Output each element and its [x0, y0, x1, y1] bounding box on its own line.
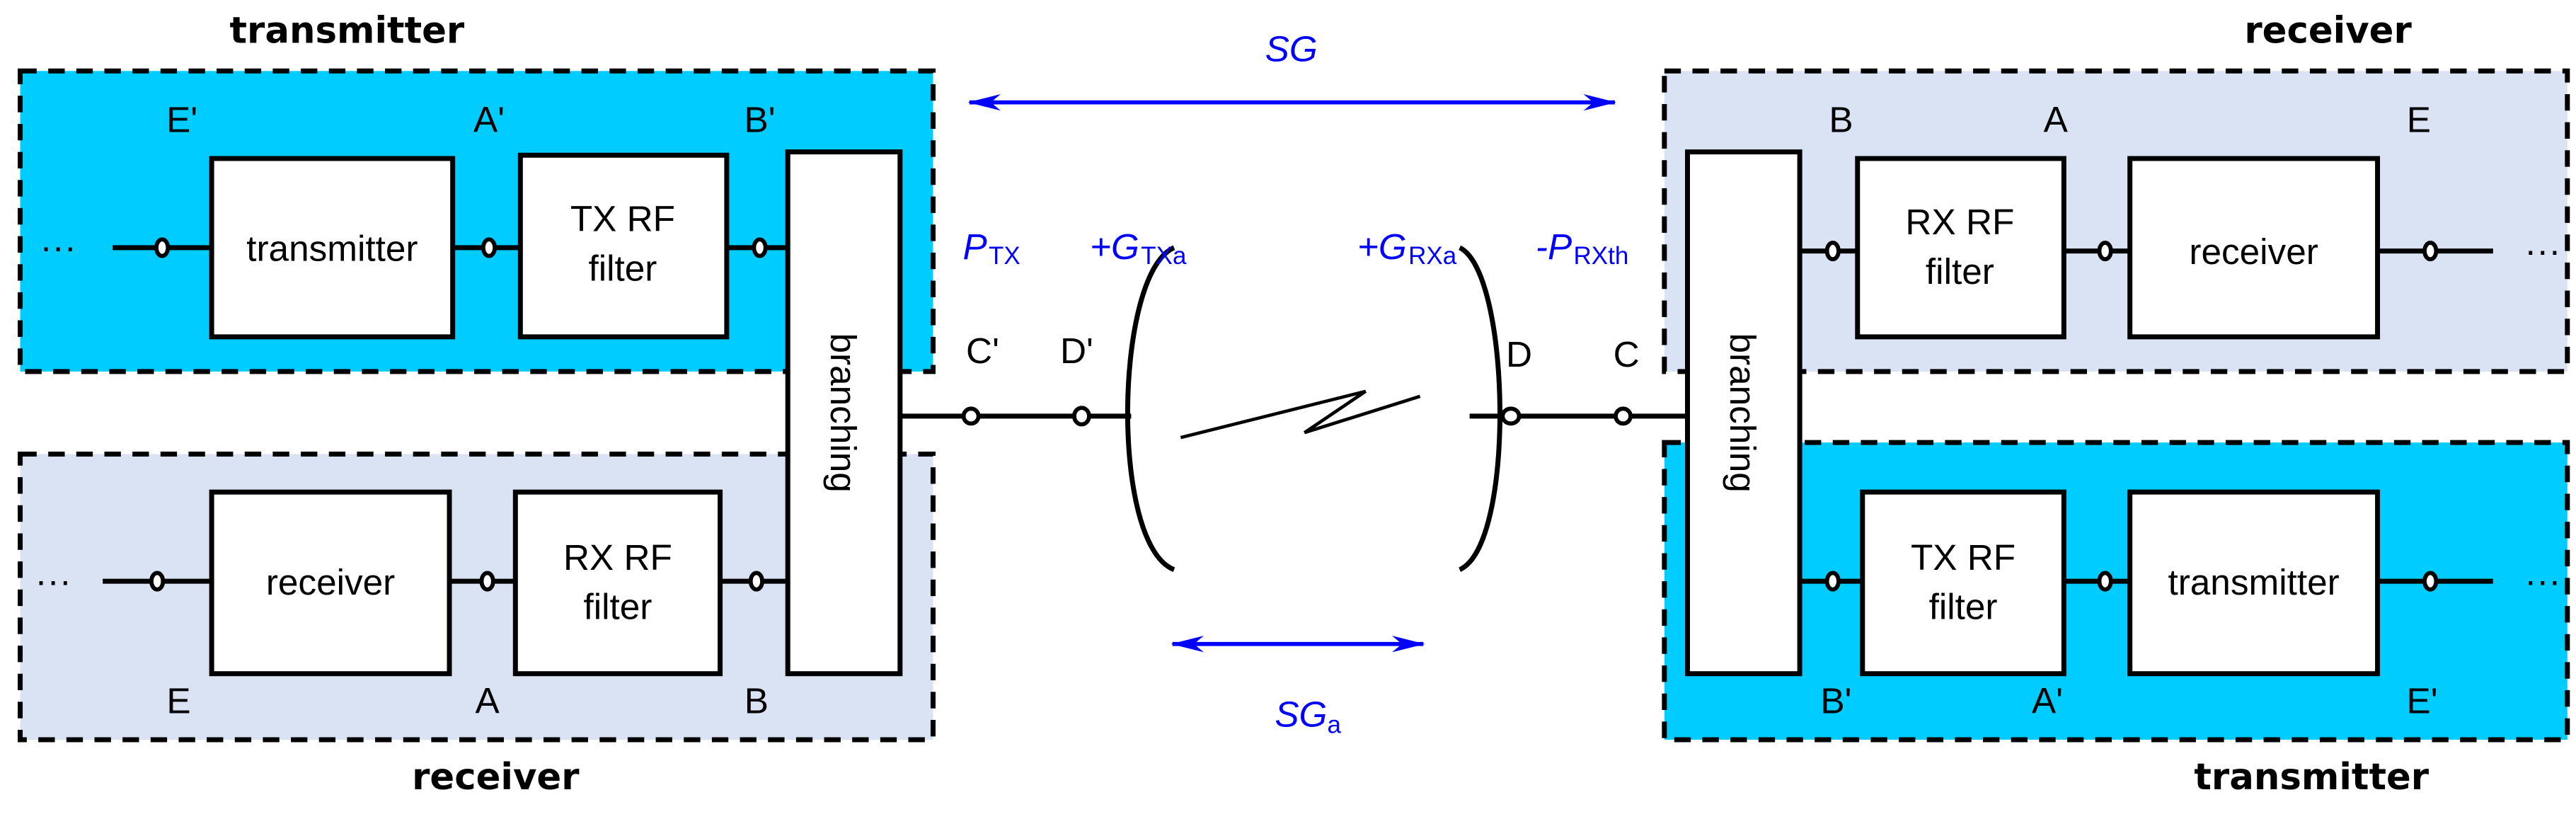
rx-rf-filter-label-2: filter: [1926, 251, 1994, 292]
right-rx-dashed-box: [1662, 68, 2570, 374]
label-b-prime: B': [744, 100, 776, 140]
tx-rf-filter-label: TX RF: [1911, 537, 2016, 578]
rx-antenna-icon: [1458, 245, 1502, 572]
label-b: B: [744, 681, 769, 721]
label-b: B: [1829, 100, 1853, 140]
left-bottom-title: receiver: [412, 756, 580, 798]
label-e: E: [166, 681, 190, 721]
node-d: [1500, 406, 1522, 426]
rx-rf-filter-block: [512, 489, 723, 677]
transmitter-block: [209, 156, 456, 340]
tx-rf-filter-label-2: filter: [588, 248, 657, 289]
right-tx-dashed-box: [1662, 440, 2570, 743]
node: [752, 237, 768, 258]
sga-label: SGa: [1275, 694, 1341, 738]
left-top-title: transmitter: [230, 10, 465, 52]
node-c: [1614, 406, 1633, 426]
left-tx-dashed-box: [18, 68, 936, 374]
label-a-prime: A': [473, 100, 505, 140]
tx-antenna-icon: [1125, 245, 1175, 573]
ellipsis: ···: [40, 227, 76, 267]
label-d-prime: D': [1060, 331, 1093, 371]
node-d-prime: [1072, 406, 1091, 427]
label-a: A: [2044, 100, 2069, 140]
right-bottom-title: transmitter: [2194, 756, 2429, 798]
label-b-prime: B': [1820, 681, 1851, 721]
label-c-prime: C': [966, 331, 999, 371]
radio-path: C' D' D C: [899, 245, 1688, 573]
right-branching-label: branching: [1723, 333, 1763, 493]
receiver-block: [209, 489, 452, 677]
tx-rf-filter-block: [1860, 489, 2066, 677]
ellipsis: ···: [2524, 230, 2560, 270]
left-branching-block: [785, 149, 903, 677]
rx-rf-filter-label: RX RF: [563, 537, 672, 578]
label-c: C: [1614, 334, 1640, 374]
right-receiver-section: receiver B A E RX RF filter receiver ···: [1662, 10, 2570, 374]
right-transmitter-section: transmitter B' A' E' TX RF filter transm…: [1662, 440, 2570, 798]
ellipsis: ···: [2524, 560, 2560, 600]
transmitter-block-label: transmitter: [246, 229, 418, 269]
label-d: D: [1506, 334, 1532, 374]
label-e-prime: E': [2407, 681, 2438, 721]
node-c-prime: [961, 406, 981, 426]
label-a: A: [476, 681, 500, 721]
label-e: E: [2407, 100, 2431, 140]
left-branching-label: branching: [823, 333, 863, 493]
rx-rf-filter-label: RX RF: [1905, 202, 2014, 242]
node: [481, 237, 498, 258]
radio-link-zigzag-icon: [1180, 389, 1421, 440]
rx-rf-filter-block: [1855, 156, 2066, 340]
rx-rf-filter-label-2: filter: [583, 587, 652, 627]
tx-rf-filter-label-2: filter: [1929, 587, 1998, 627]
label-e-prime: E': [166, 100, 197, 140]
left-receiver-section: receiver E A B ··· receiver RX RF filter: [18, 451, 936, 798]
label-a-prime: A': [2032, 681, 2063, 721]
transmitter-block-label: transmitter: [2168, 562, 2339, 602]
left-transmitter-section: transmitter E' A' B' ··· transmitter TX …: [18, 10, 936, 374]
receiver-block-label: receiver: [266, 562, 395, 602]
transmitter-block: [2127, 489, 2381, 677]
receiver-block: [2127, 156, 2381, 340]
sg-label: SG: [1265, 28, 1318, 69]
node: [154, 237, 171, 258]
tx-rf-filter-label: TX RF: [570, 199, 675, 239]
receiver-block-label: receiver: [2189, 231, 2318, 272]
right-top-title: receiver: [2244, 10, 2412, 52]
tx-rf-filter-block: [517, 152, 730, 340]
right-branching-block: [1685, 149, 1802, 677]
left-rx-dashed-box: [18, 451, 936, 743]
ellipsis: ···: [35, 560, 71, 600]
